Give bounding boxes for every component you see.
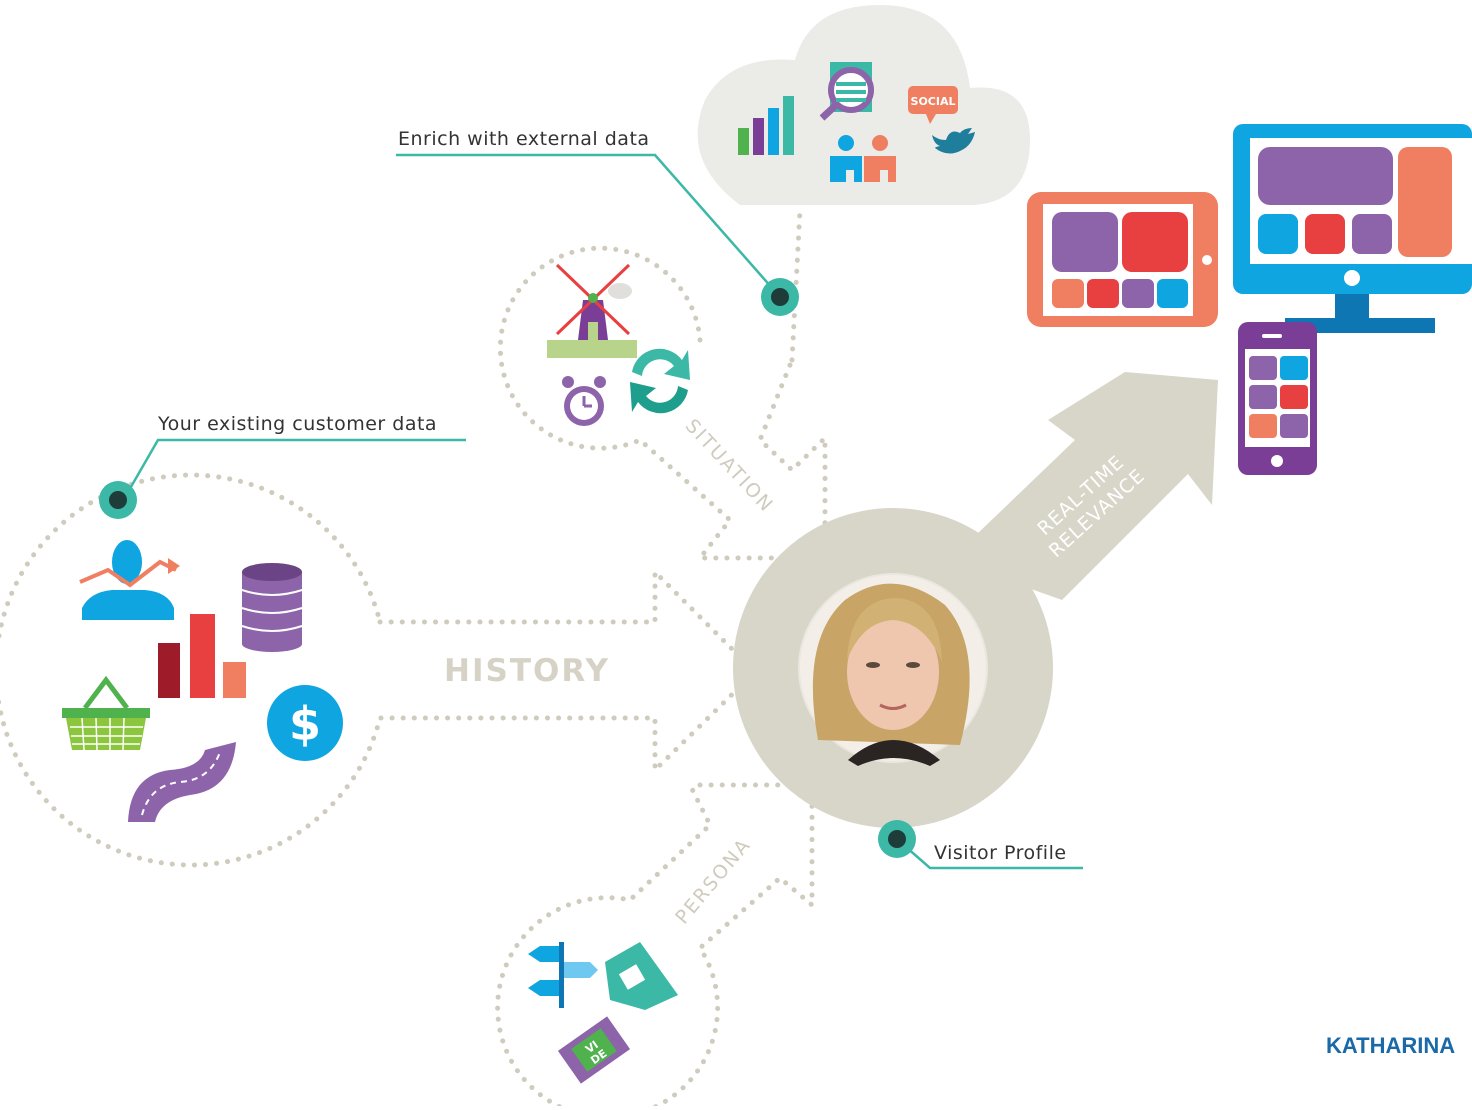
dollar-sign: $ <box>289 697 321 751</box>
visitor-profile-marker <box>878 820 916 858</box>
alarm-clock-icon <box>562 376 606 426</box>
refresh-icon <box>630 348 690 414</box>
history-label: HISTORY <box>444 653 610 689</box>
twitter-bird-icon <box>932 128 975 154</box>
signpost-icon <box>528 942 598 1008</box>
road-icon <box>128 742 236 822</box>
video-text-top: VI <box>583 1038 601 1056</box>
bar-chart-icon <box>158 614 246 698</box>
visitor-avatar <box>800 575 986 766</box>
persona-outline <box>495 782 815 1110</box>
existing-data-label: Your existing customer data <box>158 413 438 435</box>
enrich-label: Enrich with external data <box>398 128 650 150</box>
people-icon <box>830 135 896 182</box>
tablet-icon <box>1027 192 1218 327</box>
windmill-icon <box>547 263 637 358</box>
cloud-chart-icon <box>738 96 794 155</box>
situation-outline <box>497 245 828 561</box>
phone-icon <box>1238 322 1317 475</box>
social-bubble-icon: SOCIAL <box>908 86 958 124</box>
central-hub <box>733 372 1218 828</box>
person-trend-icon <box>79 540 180 620</box>
monitor-icon <box>1233 124 1472 333</box>
video-film-icon: VI DE <box>557 1016 631 1084</box>
existing-data-marker <box>99 481 137 519</box>
database-icon <box>241 563 303 652</box>
author-name: KATHARINA <box>1326 1033 1456 1058</box>
enrich-marker <box>761 278 799 316</box>
persona-label: PERSONA <box>671 834 755 928</box>
situation-label: SITUATION <box>681 415 778 517</box>
dotted-outlines <box>0 207 828 1110</box>
visitor-profile-label: Visitor Profile <box>934 842 1067 864</box>
dollar-coin-icon: $ <box>267 685 343 761</box>
shopping-basket-icon <box>62 675 150 751</box>
social-bubble-text: SOCIAL <box>911 95 956 108</box>
news-search-icon <box>819 62 874 121</box>
tag-icon <box>605 942 678 1010</box>
history-outline <box>0 472 759 868</box>
